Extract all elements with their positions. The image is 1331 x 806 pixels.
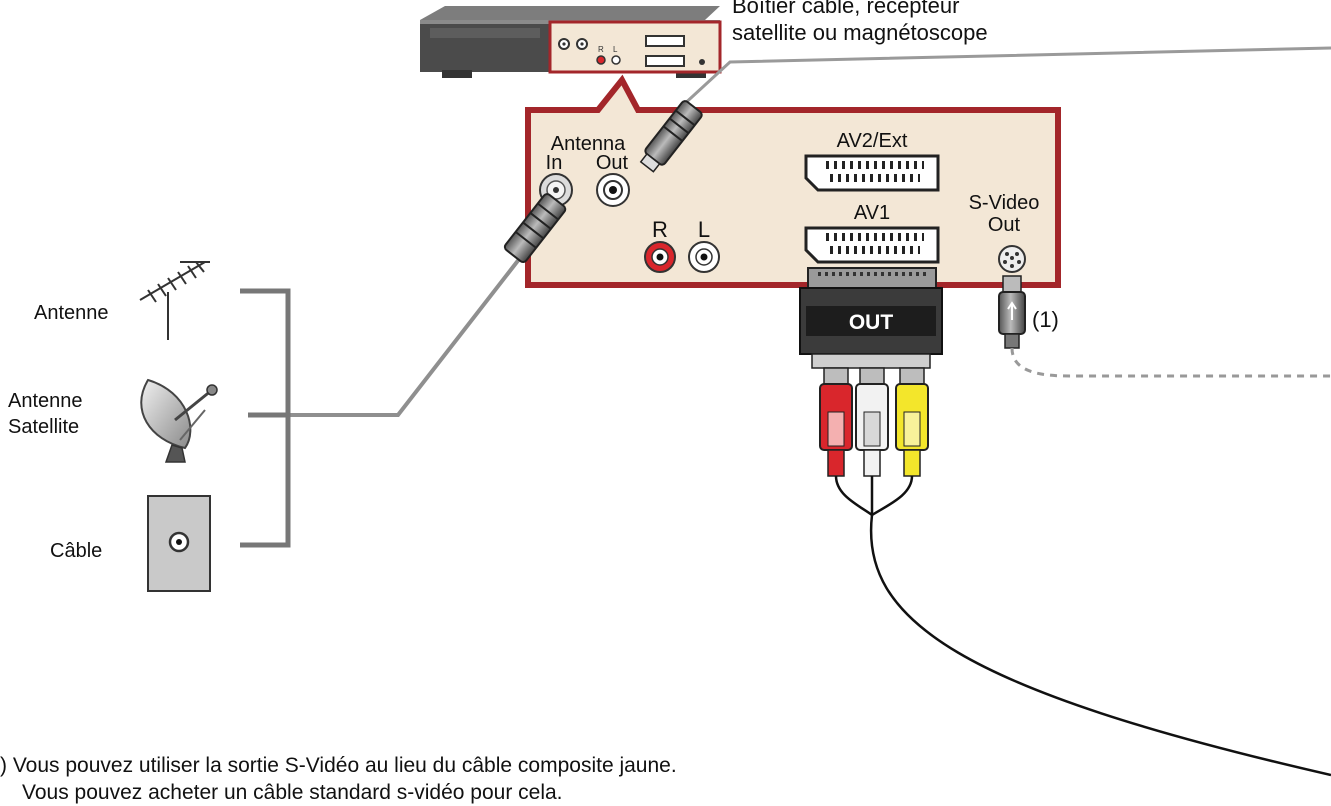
svideo-footnote-marker: (1) (1032, 307, 1059, 332)
svideo-label-line1: S-Video (969, 192, 1040, 214)
satellite-source-label-line2: Satellite (8, 416, 80, 438)
audio-r-label: R (652, 217, 668, 242)
scart-out-label: OUT (849, 311, 894, 334)
antenna-source-label: Antenne (34, 302, 109, 324)
satellite-source-label-line1: Antenne (8, 390, 83, 412)
audio-l-port (688, 241, 720, 273)
rca-red-plug (819, 367, 853, 477)
audio-l-label: L (698, 217, 710, 242)
rca-white-plug (855, 367, 889, 477)
svideo-port (998, 245, 1026, 273)
sources-bracket (240, 288, 291, 548)
footnote-line2: Vous pouvez acheter un câble standard s-… (22, 781, 563, 804)
audio-r-port (644, 241, 676, 273)
antenna-out-port (596, 173, 630, 207)
scart-out-adapter: OUT (799, 267, 943, 369)
mini-rear-panel (548, 20, 722, 74)
source-device-label-line2: satellite ou magnétoscope (732, 20, 988, 45)
av2-label: AV2/Ext (837, 130, 908, 152)
antenna-label: Antenna (551, 133, 626, 155)
antenna-in-label: In (546, 152, 563, 174)
svideo-label-line2: Out (988, 214, 1021, 236)
out-to-device-cable (678, 46, 1331, 110)
antenna-in-cable (248, 256, 522, 417)
antenna-out-label: Out (596, 152, 629, 174)
svideo-plug (998, 275, 1026, 349)
satellite-source-label: Antenne Satellite (8, 388, 83, 440)
av2-scart-port (804, 154, 940, 192)
satellite-dish-icon (140, 378, 218, 463)
antenna-out-connector (639, 100, 703, 173)
tv-antenna-icon (139, 261, 210, 340)
svideo-cable (1010, 347, 1331, 378)
source-device-label-line1: Boîtier câble, récepteur (732, 0, 960, 18)
cable-source-label: Câble (50, 540, 103, 562)
mini-l-label: L (613, 45, 618, 54)
composite-cable (834, 475, 1331, 777)
cable-wall-outlet-icon (147, 495, 211, 592)
av1-label: AV1 (854, 202, 890, 224)
source-device-label: Boîtier câble, récepteur satellite ou ma… (732, 0, 988, 46)
mini-r-label: R (598, 45, 604, 54)
av1-scart-port (804, 226, 940, 264)
antenna-in-connector (503, 193, 567, 264)
set-top-box: R L (420, 6, 722, 78)
footnote-line1: ) Vous pouvez utiliser la sortie S-Vidéo… (0, 754, 677, 777)
rca-yellow-plug (895, 367, 929, 477)
footnote: ) Vous pouvez utiliser la sortie S-Vidéo… (0, 752, 677, 806)
